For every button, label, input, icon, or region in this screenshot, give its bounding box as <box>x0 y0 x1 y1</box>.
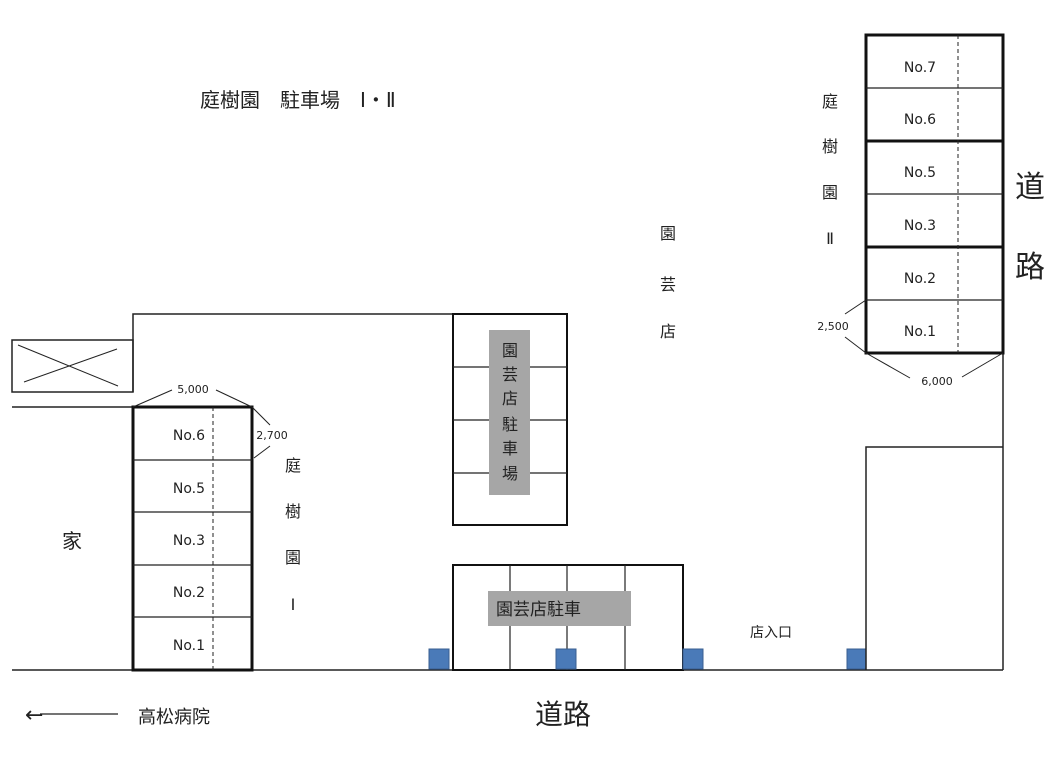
shop-parking-char: 駐 <box>502 415 518 434</box>
lot-label-char: Ⅱ <box>826 229 834 248</box>
lot-label-char: 庭 <box>822 92 838 111</box>
post-marker <box>555 648 577 670</box>
road-right-char: 路 <box>1015 250 1045 285</box>
shop-label-char: 店 <box>660 322 676 341</box>
lot-2: No.7 No.6 No.5 No.3 No.2 No.1 2,500 6,00… <box>817 33 1005 388</box>
post-marker <box>682 648 704 670</box>
house-label: 家 <box>62 529 82 553</box>
width-dimension: 2,500 <box>817 320 849 333</box>
space-label: No.7 <box>904 60 936 76</box>
shop-parking-char: 芸 <box>502 365 518 384</box>
lot-label-char: 庭 <box>285 456 301 475</box>
shop-parking-char: 車 <box>502 439 518 458</box>
depth-dimension: 2,700 <box>256 429 288 442</box>
space-label: No.3 <box>904 218 936 234</box>
lot-label-char: 樹 <box>285 502 301 521</box>
space-label: No.6 <box>904 112 936 128</box>
space-label: No.1 <box>173 638 205 654</box>
shop-parking-label: 園芸店駐車 <box>496 600 581 620</box>
map-title: 庭樹園 駐車場 Ⅰ・Ⅱ <box>200 88 396 112</box>
shop-entrance-label: 店入口 <box>750 625 792 641</box>
arrow-left-icon: ← <box>25 703 43 728</box>
lot-label-char: 園 <box>285 548 301 567</box>
space-label: No.2 <box>904 271 936 287</box>
space-label: No.5 <box>173 481 205 497</box>
space-label: No.2 <box>173 585 205 601</box>
shop-parking-vertical: 園 芸 店 駐 車 場 <box>452 313 568 526</box>
building-outline <box>11 313 453 408</box>
space-label: No.1 <box>904 324 936 340</box>
hospital-label: 高松病院 <box>138 707 210 728</box>
lot-label-char: 樹 <box>822 137 838 156</box>
shop-parking-horizontal: 園芸店駐車 <box>452 564 684 671</box>
shop-label-char: 園 <box>660 224 676 243</box>
width-dimension: 5,000 <box>177 383 209 396</box>
post-marker <box>428 648 450 670</box>
space-label: No.3 <box>173 533 205 549</box>
lot-1: No.6 No.5 No.3 No.2 No.1 5,000 2,700 庭 樹… <box>131 383 301 672</box>
post-marker <box>846 648 867 670</box>
right-building <box>865 353 1004 670</box>
shop-label-char: 芸 <box>660 275 676 294</box>
lot-label-char: Ⅰ <box>291 595 296 614</box>
space-label: No.5 <box>904 165 936 181</box>
shop-parking-char: 店 <box>502 389 518 408</box>
road-bottom-label: 道路 <box>535 698 591 731</box>
road-right-char: 道 <box>1015 170 1045 205</box>
space-label: No.6 <box>173 428 205 444</box>
shop-parking-char: 園 <box>502 341 518 360</box>
depth-dimension: 6,000 <box>921 375 953 388</box>
shop-parking-char: 場 <box>502 464 518 483</box>
posts <box>428 648 867 670</box>
lot-label-char: 園 <box>822 183 838 202</box>
